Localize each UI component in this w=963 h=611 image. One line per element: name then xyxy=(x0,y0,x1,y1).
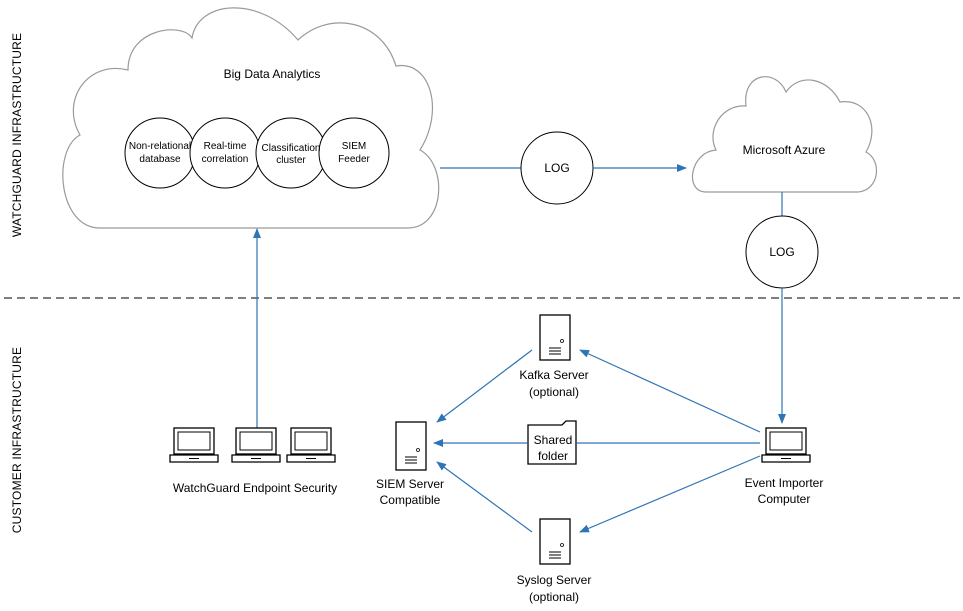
module-circle-siem-feeder xyxy=(318,117,390,189)
laptop-icon xyxy=(231,427,281,463)
server-icon xyxy=(539,314,571,361)
importer-label-1: Event Importer xyxy=(745,476,824,490)
kafka-optional-label: (optional) xyxy=(529,385,579,399)
server-icon xyxy=(395,421,427,471)
shared-folder-label-1: Shared xyxy=(534,433,573,447)
big-data-modules: Non-relational database Real-time correl… xyxy=(124,117,390,189)
module-label-4a: SIEM xyxy=(342,141,366,152)
laptop-icon xyxy=(286,427,336,463)
kafka-label: Kafka Server xyxy=(519,368,588,382)
endpoints-label: WatchGuard Endpoint Security xyxy=(173,481,337,495)
big-data-cloud xyxy=(62,7,440,229)
module-label-1b: database xyxy=(139,154,181,165)
module-circle-real-time xyxy=(189,117,261,189)
azure-cloud xyxy=(691,76,878,193)
importer-label-2: Computer xyxy=(758,492,811,506)
big-data-title: Big Data Analytics xyxy=(224,67,321,81)
module-label-1a: Non-relational xyxy=(129,141,191,152)
folder-icon xyxy=(527,420,577,465)
zone-label-customer: CUSTOMER INFRASTRUCTURE xyxy=(10,347,24,533)
importer-to-kafka-arrow xyxy=(579,349,761,433)
siem-label-1: SIEM Server xyxy=(376,477,444,491)
syslog-label: Syslog Server xyxy=(517,573,592,587)
module-label-2b: correlation xyxy=(202,154,249,165)
module-label-3b: cluster xyxy=(276,155,306,166)
laptop-icon xyxy=(169,427,219,463)
module-label-4b: Feeder xyxy=(338,154,370,165)
syslog-to-siem-arrow xyxy=(436,461,533,533)
laptop-icon xyxy=(761,427,811,463)
log-bubble-1-label: LOG xyxy=(544,161,569,175)
azure-title: Microsoft Azure xyxy=(743,143,826,157)
importer-to-syslog-arrow xyxy=(579,455,761,533)
module-circle-non-relational xyxy=(124,117,196,189)
zone-label-watchguard: WATCHGUARD INFRASTRUCTURE xyxy=(10,33,24,237)
shared-folder-label-2: folder xyxy=(538,449,568,463)
module-label-3a: Classification xyxy=(262,143,321,154)
syslog-optional-label: (optional) xyxy=(529,590,579,604)
module-label-2a: Real-time xyxy=(204,141,247,152)
server-icon xyxy=(539,518,571,565)
log-bubble-2-label: LOG xyxy=(769,245,794,259)
siem-label-2: Compatible xyxy=(380,493,441,507)
kafka-to-siem-arrow xyxy=(436,349,533,423)
